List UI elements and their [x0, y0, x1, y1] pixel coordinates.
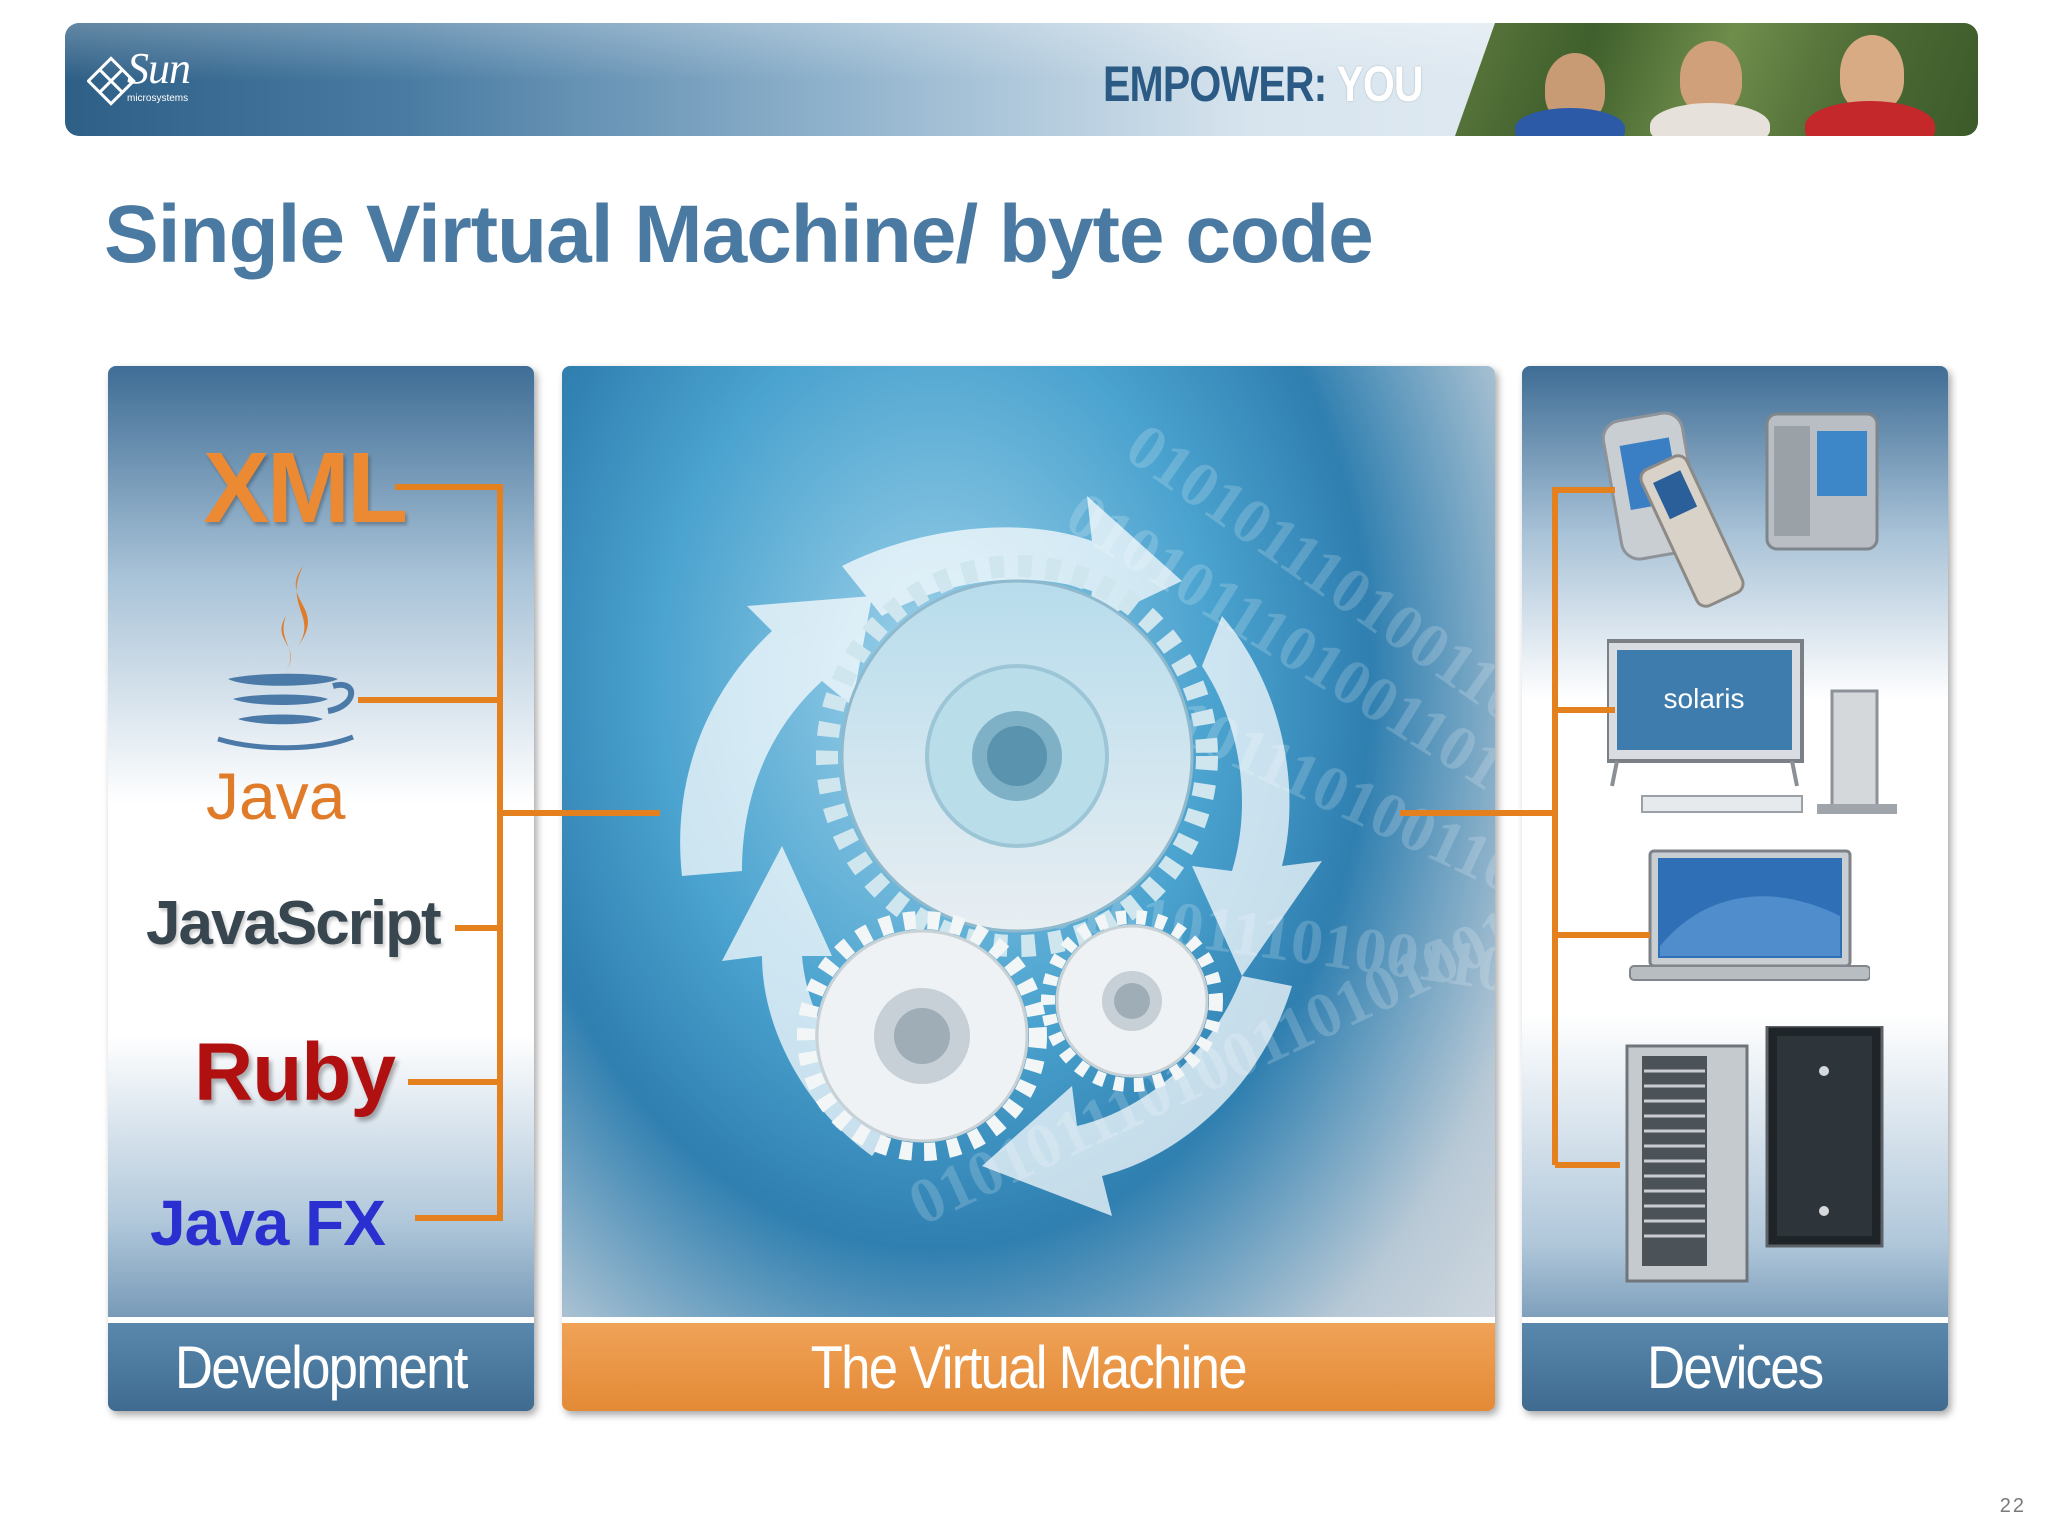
desktop-computer-image: solaris	[1607, 639, 1897, 814]
phones-image	[1602, 411, 1879, 608]
person-3-shirt	[1805, 101, 1935, 136]
virtual-machine-footer: The Virtual Machine	[562, 1317, 1495, 1411]
header-photo	[1455, 23, 1978, 136]
header-banner: Sun microsystems EMPOWER: YOU	[65, 23, 1978, 136]
sun-logo-icon	[87, 56, 136, 106]
language-java: Java	[206, 759, 346, 833]
development-panel: XML Java JavaScript Ruby Java FX Develop…	[108, 366, 534, 1411]
virtual-machine-footer-label: The Virtual Machine	[810, 1333, 1248, 1401]
gears-graphic: 0101011101001101010010101101010111010101…	[680, 409, 1495, 1323]
small-gear-left	[797, 911, 1047, 1161]
large-gear	[816, 555, 1218, 957]
language-ruby: Ruby	[194, 1027, 396, 1118]
devices-panel: solaris Devices	[1522, 366, 1948, 1411]
tagline-empower: EMPOWER:	[1103, 56, 1327, 112]
person-1-shirt	[1515, 108, 1625, 136]
logo-text: Sun	[127, 44, 191, 93]
person-2	[1680, 41, 1742, 113]
tagline: EMPOWER: YOU	[1103, 55, 1424, 113]
virtual-machine-panel: 0101011101001101010010101101010111010101…	[562, 366, 1495, 1411]
servers-image	[1625, 1026, 1884, 1283]
development-footer-label: Development	[175, 1333, 469, 1401]
devices-footer: Devices	[1522, 1317, 1948, 1411]
person-3	[1840, 35, 1904, 111]
page-number: 22	[1999, 1495, 2026, 1517]
language-xml: XML	[203, 432, 408, 544]
page-title: Single Virtual Machine/ byte code	[104, 189, 1374, 280]
language-javascript: JavaScript	[146, 889, 442, 958]
logo-subtext: microsystems	[127, 93, 189, 104]
devices-footer-label: Devices	[1647, 1333, 1824, 1401]
small-gear-right	[1041, 910, 1223, 1092]
laptop-image	[1629, 849, 1870, 981]
language-javafx: Java FX	[150, 1187, 386, 1259]
java-cup-icon	[217, 566, 355, 751]
solaris-label: solaris	[1664, 683, 1745, 714]
person-2-shirt	[1650, 103, 1770, 136]
development-footer: Development	[108, 1317, 534, 1411]
tagline-you: YOU	[1336, 56, 1423, 112]
